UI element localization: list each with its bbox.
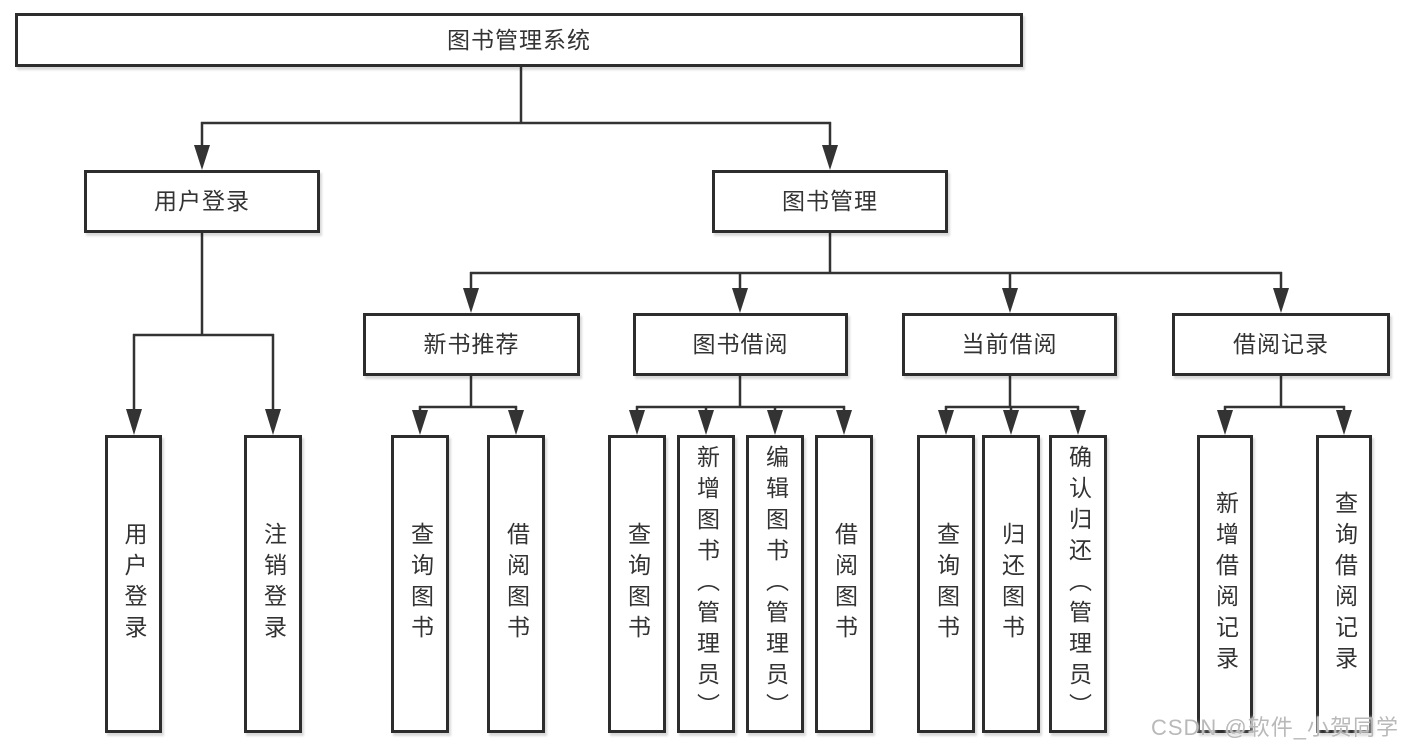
- leaf-cb-confirm-return-admin: 确认归还（管理员）: [1049, 435, 1107, 733]
- leaf-label: 用户登录: [121, 522, 147, 646]
- leaf-label: 注销登录: [260, 522, 287, 646]
- node-label: 图书管理: [782, 188, 878, 214]
- node-label: 借阅记录: [1233, 331, 1329, 357]
- leaf-cb-return-books: 归还图书: [982, 435, 1040, 733]
- leaf-label: 查询图书: [933, 522, 960, 646]
- node-current-borrowing: 当前借阅: [902, 313, 1117, 376]
- leaf-nb-borrow-books: 借阅图书: [487, 435, 545, 733]
- csdn-watermark: CSDN @软件_小贺同学: [1150, 715, 1399, 740]
- leaf-label: 确认归还（管理员）: [1065, 444, 1092, 724]
- node-user-login: 用户登录: [84, 170, 320, 233]
- leaf-bb-query-books: 查询图书: [608, 435, 666, 733]
- node-new-book-recommend: 新书推荐: [363, 313, 580, 376]
- leaf-label: 查询图书: [624, 522, 651, 646]
- leaf-label: 查询图书: [407, 522, 434, 646]
- leaf-nb-query-books: 查询图书: [391, 435, 449, 733]
- leaf-bb-add-books-admin: 新增图书（管理员）: [677, 435, 735, 733]
- node-label: 图书管理系统: [447, 26, 591, 53]
- leaf-label: 归还图书: [998, 522, 1025, 646]
- leaf-user-login: 用户登录: [105, 435, 162, 733]
- leaf-cb-query-books: 查询图书: [917, 435, 975, 733]
- leaf-label: 新增图书（管理员）: [693, 444, 720, 724]
- node-label: 当前借阅: [961, 331, 1058, 357]
- node-label: 用户登录: [154, 188, 250, 214]
- node-library-management-system: 图书管理系统: [15, 13, 1023, 67]
- leaf-logout: 注销登录: [244, 435, 302, 733]
- leaf-br-query-record: 查询借阅记录: [1316, 435, 1372, 733]
- node-borrowing-records: 借阅记录: [1172, 313, 1390, 376]
- leaf-label: 编辑图书（管理员）: [762, 444, 789, 724]
- leaf-bb-edit-books-admin: 编辑图书（管理员）: [746, 435, 804, 733]
- leaf-label: 借阅图书: [831, 522, 858, 646]
- node-label: 图书借阅: [692, 331, 789, 357]
- leaf-label: 借阅图书: [503, 522, 530, 646]
- leaf-br-add-record: 新增借阅记录: [1197, 435, 1253, 733]
- node-book-borrowing: 图书借阅: [633, 313, 848, 376]
- node-book-management: 图书管理: [712, 170, 948, 233]
- leaf-bb-borrow-books: 借阅图书: [815, 435, 873, 733]
- leaf-label: 查询借阅记录: [1331, 491, 1358, 677]
- leaf-label: 新增借阅记录: [1212, 491, 1239, 677]
- node-label: 新书推荐: [423, 331, 520, 357]
